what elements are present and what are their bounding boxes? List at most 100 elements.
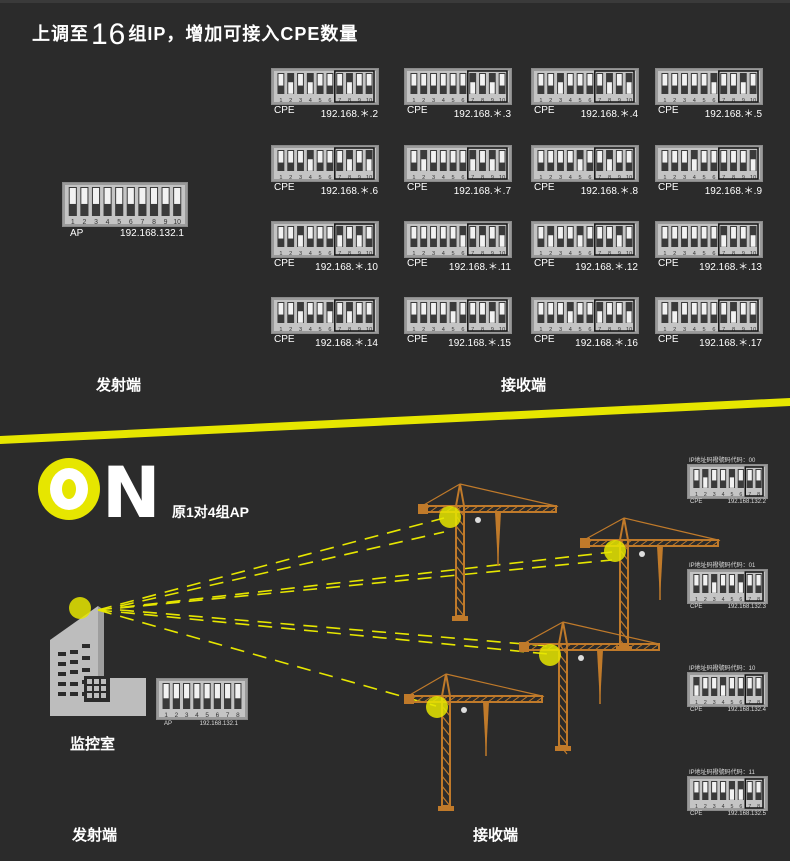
svg-text:4: 4	[569, 251, 572, 257]
svg-text:2: 2	[673, 251, 676, 257]
svg-text:3: 3	[713, 492, 716, 498]
svg-text:1: 1	[695, 804, 698, 810]
cpe-code-title: IP地址码撥號码代码：10	[689, 666, 756, 672]
svg-text:1: 1	[695, 597, 698, 603]
svg-text:9: 9	[618, 327, 621, 333]
cpe-label: CPE	[658, 182, 679, 193]
svg-text:5: 5	[703, 251, 706, 257]
svg-text:7: 7	[338, 327, 341, 333]
svg-text:2: 2	[289, 251, 292, 257]
svg-text:4: 4	[693, 327, 696, 333]
bottom-cpe-label: CPE	[690, 604, 703, 610]
top-sender-label: 发射端	[96, 377, 142, 394]
svg-text:8: 8	[348, 251, 351, 257]
svg-text:3: 3	[432, 98, 435, 104]
svg-text:1: 1	[663, 327, 666, 333]
svg-text:6: 6	[712, 175, 715, 181]
svg-text:4: 4	[442, 251, 445, 257]
cpe-ip: 192.168.＊.5	[704, 109, 762, 120]
cpe-ip: 192.168.＊.7	[453, 186, 511, 197]
svg-text:6: 6	[328, 98, 331, 104]
cpe-ip: 192.168.＊.11	[448, 262, 511, 273]
svg-text:4: 4	[722, 700, 725, 706]
svg-text:4: 4	[309, 251, 312, 257]
svg-text:6: 6	[712, 251, 715, 257]
svg-text:9: 9	[358, 175, 361, 181]
receiver-circle-3	[539, 644, 561, 666]
svg-text:2: 2	[673, 327, 676, 333]
cpe-label: CPE	[407, 105, 428, 116]
svg-text:6: 6	[588, 98, 591, 104]
svg-text:5: 5	[703, 327, 706, 333]
svg-text:10: 10	[626, 251, 632, 257]
svg-text:1: 1	[695, 492, 698, 498]
svg-text:1: 1	[539, 175, 542, 181]
svg-text:8: 8	[608, 327, 611, 333]
svg-text:8: 8	[732, 251, 735, 257]
svg-text:7: 7	[748, 700, 751, 706]
svg-text:6: 6	[739, 492, 742, 498]
svg-text:3: 3	[683, 98, 686, 104]
svg-text:9: 9	[358, 327, 361, 333]
svg-text:1: 1	[412, 175, 415, 181]
svg-text:6: 6	[739, 804, 742, 810]
receiver-circle-4	[426, 696, 448, 718]
svg-text:3: 3	[559, 175, 562, 181]
svg-text:6: 6	[588, 251, 591, 257]
svg-text:7: 7	[338, 175, 341, 181]
svg-text:2: 2	[422, 98, 425, 104]
svg-text:9: 9	[742, 175, 745, 181]
bottom-cpe-label: CPE	[690, 811, 703, 817]
svg-text:9: 9	[618, 175, 621, 181]
svg-text:1: 1	[412, 327, 415, 333]
svg-text:8: 8	[348, 327, 351, 333]
svg-text:7: 7	[598, 327, 601, 333]
cpe-ip: 192.168.＊.16	[575, 338, 638, 349]
svg-text:4: 4	[442, 98, 445, 104]
svg-text:1: 1	[695, 700, 698, 706]
svg-text:1: 1	[71, 219, 75, 226]
cpe-ip: 192.168.＊.12	[575, 262, 638, 273]
svg-text:6: 6	[712, 98, 715, 104]
svg-text:6: 6	[739, 597, 742, 603]
svg-text:3: 3	[559, 327, 562, 333]
svg-text:10: 10	[750, 251, 756, 257]
cpe-label: CPE	[407, 258, 428, 269]
svg-text:1: 1	[539, 251, 542, 257]
on-logo: N	[36, 452, 166, 534]
svg-text:5: 5	[730, 492, 733, 498]
svg-text:9: 9	[358, 251, 361, 257]
svg-text:3: 3	[559, 251, 562, 257]
svg-text:9: 9	[618, 98, 621, 104]
svg-text:7: 7	[471, 251, 474, 257]
cpe-label: CPE	[534, 334, 555, 345]
svg-text:5: 5	[730, 597, 733, 603]
cpe-ip: 192.168.＊.14	[315, 338, 378, 349]
svg-text:7: 7	[471, 175, 474, 181]
svg-text:1: 1	[663, 175, 666, 181]
cpe-ip: 192.168.＊.15	[448, 338, 511, 349]
yellow-divider-stripe	[0, 398, 790, 444]
svg-text:6: 6	[712, 327, 715, 333]
cpe-code-title: IP地址码撥號码代码：11	[689, 770, 755, 776]
svg-text:2: 2	[82, 219, 86, 226]
svg-text:7: 7	[722, 175, 725, 181]
svg-text:1: 1	[164, 712, 168, 719]
svg-text:4: 4	[693, 175, 696, 181]
svg-text:3: 3	[683, 175, 686, 181]
svg-text:4: 4	[442, 175, 445, 181]
svg-text:8: 8	[732, 327, 735, 333]
